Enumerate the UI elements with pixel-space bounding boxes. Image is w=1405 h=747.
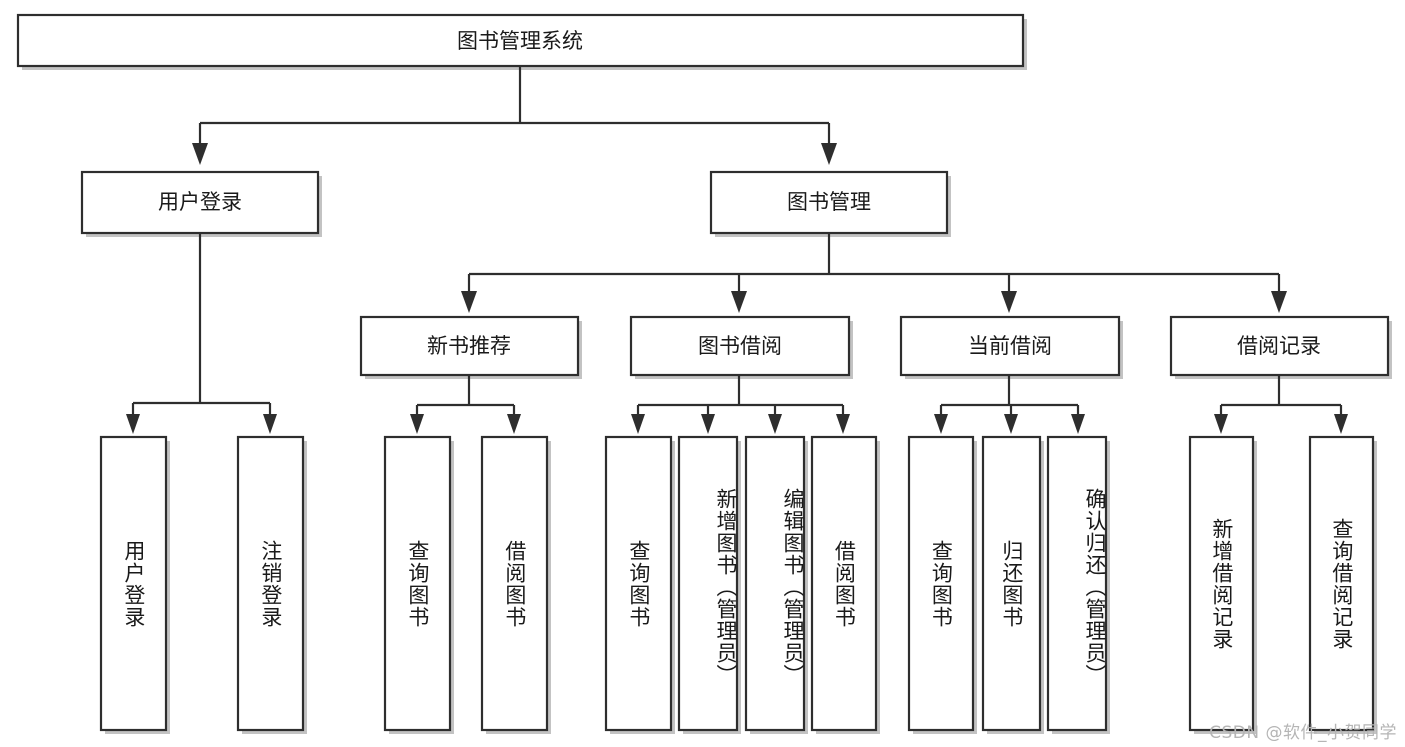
- leaf-box-query-book-cur[interactable]: [907, 435, 975, 732]
- node-current-borrow[interactable]: 当前借阅: [899, 315, 1121, 377]
- leaf-box-query-book-rec[interactable]: [383, 435, 452, 732]
- leaf-box-add-record[interactable]: [1188, 435, 1255, 732]
- node-user-login[interactable]: 用户登录: [80, 170, 320, 235]
- node-user-login-label: 用户登录: [158, 190, 242, 214]
- node-root-label: 图书管理系统: [457, 29, 583, 53]
- leaf-box-borrow-book[interactable]: [810, 435, 878, 732]
- node-book-manage-label: 图书管理: [787, 190, 871, 214]
- node-book-manage[interactable]: 图书管理: [709, 170, 949, 235]
- leaf-boxes: [99, 435, 1375, 732]
- arrow-heads: [126, 143, 1348, 434]
- node-borrow-record-label: 借阅记录: [1237, 334, 1321, 358]
- csdn-watermark: CSDN @软件_小贺同学: [1209, 723, 1397, 743]
- leaf-box-user-logout[interactable]: [236, 435, 305, 732]
- leaf-box-user-login[interactable]: [99, 435, 168, 732]
- leaf-box-return-book[interactable]: [981, 435, 1042, 732]
- connector-lines: [131, 66, 1343, 418]
- node-book-borrow[interactable]: 图书借阅: [629, 315, 851, 377]
- node-borrow-record[interactable]: 借阅记录: [1169, 315, 1390, 377]
- node-new-book-rec[interactable]: 新书推荐: [359, 315, 580, 377]
- leaf-box-confirm-return[interactable]: [1046, 435, 1108, 732]
- leaf-box-query-book-borrow[interactable]: [604, 435, 673, 732]
- node-root[interactable]: 图书管理系统: [16, 13, 1025, 68]
- leaf-box-add-book[interactable]: [677, 435, 739, 732]
- leaf-box-edit-book[interactable]: [744, 435, 806, 732]
- node-current-borrow-label: 当前借阅: [968, 334, 1052, 358]
- leaf-box-borrow-book-rec[interactable]: [480, 435, 549, 732]
- leaf-box-query-record[interactable]: [1308, 435, 1375, 732]
- node-book-borrow-label: 图书借阅: [698, 334, 782, 358]
- node-new-book-rec-label: 新书推荐: [427, 334, 511, 358]
